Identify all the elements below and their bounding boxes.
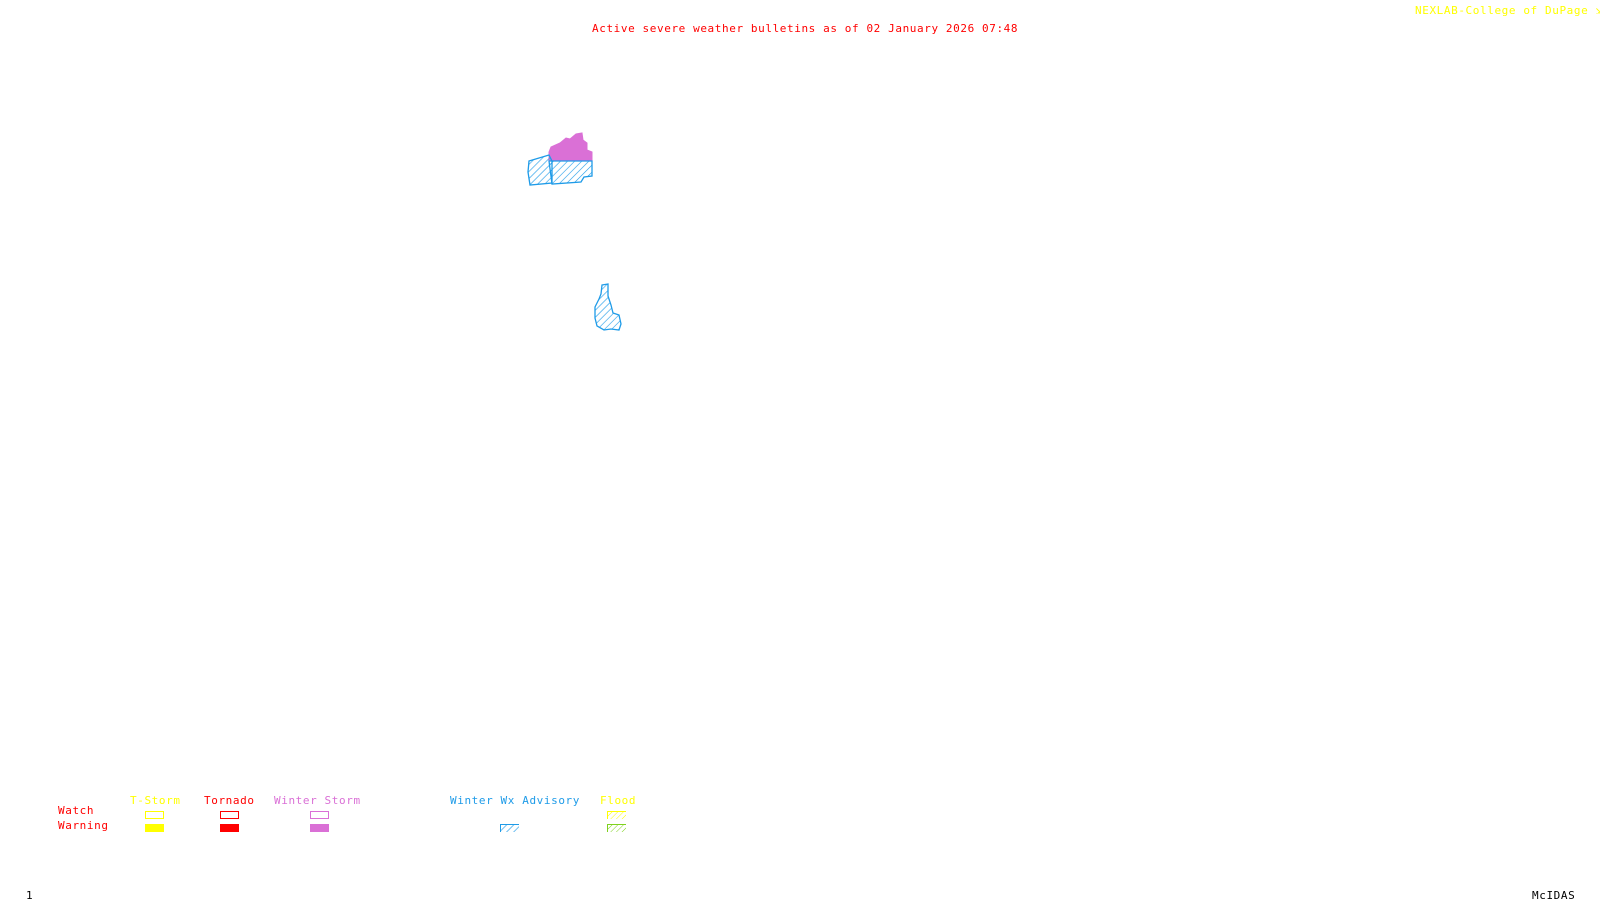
legend-flood-label: Flood	[600, 794, 637, 807]
credit-label: NEXLAB-College of DuPage ⇲	[1415, 5, 1600, 17]
page-title: Active severe weather bulletins as of 02…	[592, 22, 1019, 35]
legend-tstorm-label: T-Storm	[130, 794, 181, 807]
software-label: McIDAS	[1532, 889, 1576, 902]
frame-number: 1	[26, 889, 34, 902]
winter-wx-advisory-area[interactable]	[548, 160, 593, 185]
winter-wx-advisory-area[interactable]	[594, 283, 622, 331]
legend-winter-storm-watch-swatch	[310, 811, 329, 819]
winter-wx-advisory-area[interactable]	[527, 154, 553, 186]
legend-winter-wx-advisory-swatch	[500, 824, 519, 832]
winter-storm-warning-area[interactable]	[548, 132, 593, 162]
legend-winter-storm-warning-swatch	[310, 824, 329, 832]
legend-winter-wx-advisory-label: Winter Wx Advisory	[450, 794, 581, 807]
legend-row-warning: Warning	[58, 819, 109, 832]
legend-winter-storm-label: Winter Storm	[274, 794, 361, 807]
legend-tornado-watch-swatch	[220, 811, 239, 819]
legend-flood-warning-swatch	[607, 824, 626, 832]
legend-tstorm-warning-swatch	[145, 824, 164, 832]
legend-flood-watch-swatch	[607, 811, 626, 819]
legend-tornado-warning-swatch	[220, 824, 239, 832]
corner-arrow-icon: ⇲	[1595, 4, 1600, 17]
credit-text: NEXLAB-College of DuPage	[1415, 4, 1589, 17]
legend-tornado-label: Tornado	[204, 794, 255, 807]
legend-tstorm-watch-swatch	[145, 811, 164, 819]
legend-row-watch: Watch	[58, 804, 95, 817]
